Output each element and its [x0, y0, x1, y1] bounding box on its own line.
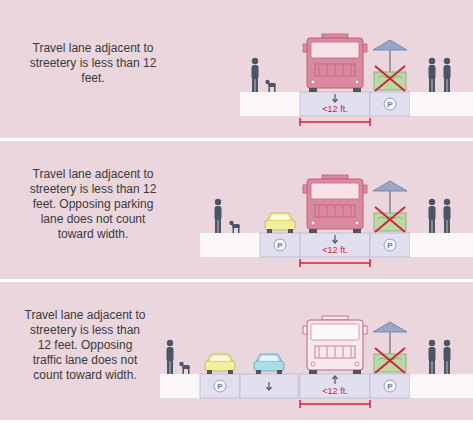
travel-lane — [300, 233, 370, 257]
dimension-label: <12 ft. — [322, 386, 347, 396]
direction-arrowhead — [333, 99, 338, 102]
dimension-tick — [369, 259, 371, 267]
streetery — [373, 322, 407, 373]
pedestrian — [252, 58, 259, 92]
dimension-tick — [299, 400, 301, 408]
sidewalk — [410, 374, 473, 398]
panel-band: Travel lane adjacent to streetery is les… — [0, 282, 473, 420]
streetery — [373, 181, 407, 232]
panel-background — [0, 141, 473, 279]
pedestrian — [167, 340, 174, 374]
fire-truck — [303, 175, 367, 233]
panel-background — [0, 282, 473, 420]
pedestrian — [444, 58, 451, 92]
parking-lane — [200, 374, 240, 398]
panel-description: Travel lane adjacent to streetery is les… — [28, 167, 158, 242]
parking-symbol — [384, 239, 396, 251]
pedestrian — [444, 199, 451, 233]
parking-lane — [370, 233, 410, 257]
pedestrian — [444, 340, 451, 374]
parking-label: P — [387, 100, 392, 109]
dimension-line — [300, 262, 370, 264]
streetery — [373, 40, 407, 91]
sidewalk — [410, 92, 473, 116]
pedestrian — [429, 340, 436, 374]
dimension-tick — [299, 259, 301, 267]
dimension-tick — [369, 400, 371, 408]
parking-symbol — [274, 239, 286, 251]
dimension-label: <12 ft. — [322, 245, 347, 255]
dimension-line — [300, 403, 370, 405]
car — [265, 213, 295, 233]
parking-label: P — [217, 382, 222, 391]
car — [254, 354, 284, 374]
panel-description: Travel lane adjacent to streetery is les… — [28, 41, 158, 86]
dimension-tick — [299, 118, 301, 126]
direction-arrowhead — [267, 387, 272, 390]
pedestrian — [429, 58, 436, 92]
parking-label: P — [387, 382, 392, 391]
direction-arrowhead — [333, 376, 338, 379]
fire-truck — [303, 316, 367, 374]
sidewalk — [200, 233, 260, 257]
dimension-line — [300, 121, 370, 123]
street-section — [160, 316, 473, 408]
travel-lane — [300, 374, 370, 398]
parking-symbol — [384, 380, 396, 392]
travel-lane — [240, 374, 298, 398]
dimension-tick — [369, 118, 371, 126]
dog — [179, 362, 190, 374]
panel-description: Travel lane adjacent to streetery is les… — [22, 308, 148, 383]
parking-symbol — [214, 380, 226, 392]
parking-symbol — [384, 98, 396, 110]
parking-lane — [370, 374, 410, 398]
panel-band: Travel lane adjacent to streetery is les… — [0, 141, 473, 279]
panel-band: Travel lane adjacent to streetery is les… — [0, 0, 473, 138]
parking-lane — [260, 233, 300, 257]
parking-lane — [370, 92, 410, 116]
parking-label: P — [387, 241, 392, 250]
panel-background — [0, 0, 473, 138]
pedestrian — [429, 199, 436, 233]
dimension-label: <12 ft. — [322, 104, 347, 114]
sidewalk — [160, 374, 200, 398]
sidewalk — [240, 92, 300, 116]
parking-label: P — [277, 241, 282, 250]
street-section — [240, 34, 473, 126]
car — [205, 354, 235, 374]
fire-truck — [303, 34, 367, 92]
travel-lane — [300, 92, 370, 116]
dog — [229, 221, 240, 233]
sidewalk — [410, 233, 473, 257]
dog — [265, 80, 276, 92]
pedestrian — [215, 199, 222, 233]
direction-arrowhead — [333, 240, 338, 243]
street-section — [200, 175, 473, 267]
